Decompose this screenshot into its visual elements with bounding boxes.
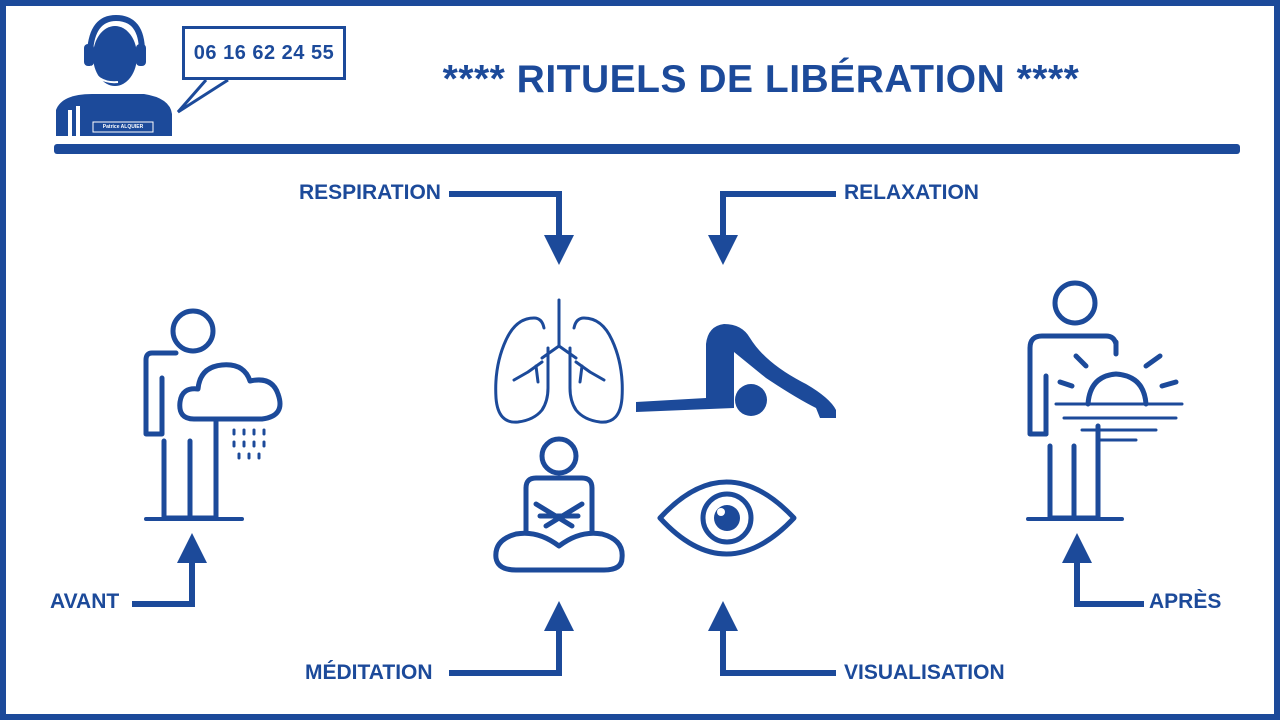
- label-visualisation: VISUALISATION: [844, 661, 1005, 684]
- label-meditation: MÉDITATION: [305, 661, 433, 684]
- eye-icon: [657, 479, 797, 557]
- arrow-meditation: [449, 601, 574, 676]
- speech-bubble-tail: [176, 78, 229, 114]
- name-badge: Patrice ALQUIER: [102, 124, 144, 130]
- label-avant: AVANT: [50, 590, 120, 613]
- label-relaxation: RELAXATION: [844, 181, 979, 204]
- person-sunrise-icon: [1026, 280, 1184, 521]
- arrow-visualisation: [708, 601, 836, 676]
- arrow-avant: [132, 533, 207, 607]
- label-apres: APRÈS: [1149, 590, 1222, 613]
- arrow-apres: [1062, 533, 1144, 607]
- yoga-plow-pose-icon: [636, 324, 836, 418]
- headset-operator-icon: [56, 14, 172, 136]
- title-divider: [54, 144, 1240, 154]
- arrow-respiration: [449, 191, 574, 265]
- page-title: **** RITUELS DE LIBÉRATION ****: [442, 58, 1080, 101]
- phone-number: 06 16 62 24 55: [193, 41, 335, 64]
- phone-number-box: 06 16 62 24 55: [182, 26, 346, 80]
- meditating-person-icon: [493, 436, 625, 573]
- arrow-relaxation: [708, 191, 836, 265]
- person-rain-cloud-icon: [143, 308, 283, 521]
- diagram-canvas: [56, 14, 1184, 676]
- label-respiration: RESPIRATION: [299, 181, 441, 204]
- lungs-icon: [494, 298, 624, 424]
